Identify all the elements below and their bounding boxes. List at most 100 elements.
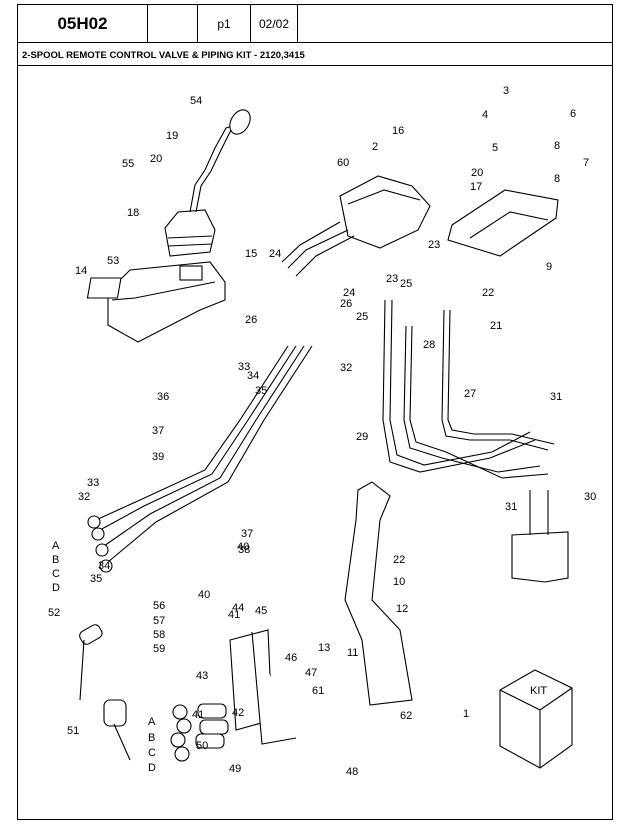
- callout-number: 50: [196, 740, 208, 752]
- callout-number: 40: [237, 541, 249, 553]
- port-letter: C: [148, 747, 156, 759]
- callout-number: 34: [98, 560, 110, 572]
- callout-number: 23: [386, 273, 398, 285]
- callout-number: 7: [583, 157, 589, 169]
- callout-number: 12: [396, 603, 408, 615]
- callout-number: 19: [166, 130, 178, 142]
- callout-number: 16: [392, 125, 404, 137]
- control-console: [86, 261, 226, 343]
- callout-number: 26: [245, 314, 257, 326]
- hydraulic-pipes: [382, 299, 555, 479]
- callout-number: 5: [492, 142, 498, 154]
- callout-number: 8: [554, 173, 560, 185]
- callout-number: 43: [196, 670, 208, 682]
- callout-number: 10: [393, 576, 405, 588]
- header-bar: 05H02 p1 02/02: [18, 5, 612, 43]
- callout-number: 9: [546, 261, 552, 273]
- callout-number: 25: [400, 278, 412, 290]
- callout-number: 41: [228, 609, 240, 621]
- callout-number: 41: [192, 709, 204, 721]
- callout-number: 56: [153, 600, 165, 612]
- callout-number: 44: [232, 602, 244, 614]
- callout-number: 18: [127, 207, 139, 219]
- header-blank-cell: [148, 5, 198, 43]
- callout-number: 39: [152, 451, 164, 463]
- rear-couplers: [87, 515, 113, 573]
- callout-number: 38: [238, 544, 250, 556]
- port-letters-upper: A B C D: [52, 540, 60, 594]
- callout-number: 61: [312, 685, 324, 697]
- callout-number: 20: [150, 153, 162, 165]
- callout-number: 6: [570, 108, 576, 120]
- callout-number: 25: [356, 311, 368, 323]
- callout-number: 35: [90, 573, 102, 585]
- callout-number: 22: [482, 287, 494, 299]
- callout-number: 24: [343, 287, 355, 299]
- callout-number: 21: [490, 320, 502, 332]
- callout-number: 28: [423, 339, 435, 351]
- callout-number: 17: [470, 181, 482, 193]
- kit-box-label: KIT: [530, 685, 547, 697]
- callout-number: 42: [232, 707, 244, 719]
- callout-number: 11: [347, 647, 358, 659]
- callout-number: 33: [238, 361, 250, 373]
- port-letter: A: [148, 716, 156, 728]
- port-letter: D: [52, 582, 60, 594]
- callout-number: 31: [550, 391, 562, 403]
- callout-number: 47: [305, 667, 317, 679]
- callout-number: 4: [482, 109, 488, 121]
- gear-lever-assembly: [164, 109, 251, 257]
- callout-number: 29: [356, 431, 368, 443]
- port-letter: B: [148, 732, 155, 744]
- coupler-bracket: [170, 629, 297, 762]
- parts-sheet: 05H02 p1 02/02 2-SPOOL REMOTE CONTROL VA…: [17, 4, 613, 820]
- mounting-bracket: [447, 189, 559, 257]
- callout-number: 51: [67, 725, 79, 737]
- callout-number: 53: [107, 255, 119, 267]
- callout-number: 20: [471, 167, 483, 179]
- callout-number: 1: [463, 708, 469, 720]
- port-letters-lower: A B C D: [148, 716, 156, 774]
- callout-number: 22: [393, 554, 405, 566]
- callout-numbers: 1234567889101112131415161718192020212222…: [48, 85, 596, 778]
- dust-caps: [79, 624, 131, 761]
- callout-number: 60: [337, 157, 349, 169]
- callout-number: 31: [505, 501, 517, 513]
- callout-number: 3: [503, 85, 509, 97]
- callout-number: 32: [340, 362, 352, 374]
- callout-number: 55: [122, 158, 134, 170]
- callout-number: 58: [153, 629, 165, 641]
- port-letter: B: [52, 554, 59, 566]
- port-letter: C: [52, 568, 60, 580]
- callout-number: 45: [255, 605, 267, 617]
- callout-number: 26: [340, 298, 352, 310]
- callout-number: 54: [190, 95, 202, 107]
- callout-number: 59: [153, 643, 165, 655]
- callout-number: 15: [245, 248, 257, 260]
- callout-number: 48: [346, 766, 358, 778]
- callout-number: 33: [87, 477, 99, 489]
- callout-number: 46: [285, 652, 297, 664]
- callout-number: 36: [157, 391, 169, 403]
- callout-number: 2: [372, 141, 378, 153]
- diagram-title: 2-SPOOL REMOTE CONTROL VALVE & PIPING KI…: [18, 43, 612, 66]
- callout-number: 24: [269, 248, 281, 260]
- callout-number: 13: [318, 642, 330, 654]
- callout-number: 30: [584, 491, 596, 503]
- callout-number: 62: [400, 710, 412, 722]
- callout-number: 37: [152, 425, 164, 437]
- callout-number: 37: [241, 528, 253, 540]
- callout-number: 23: [428, 239, 440, 251]
- support-arm: [344, 481, 413, 706]
- callout-number: 27: [464, 388, 476, 400]
- section-code: 05H02: [18, 5, 148, 43]
- sheet-number: 02/02: [251, 5, 298, 43]
- manifold-block: [511, 490, 569, 583]
- callout-number: 8: [554, 140, 560, 152]
- page-number: p1: [198, 5, 251, 43]
- callout-number: 57: [153, 615, 165, 627]
- callout-number: 49: [229, 763, 241, 775]
- callout-number: 40: [198, 589, 210, 601]
- control-valve: [281, 175, 431, 277]
